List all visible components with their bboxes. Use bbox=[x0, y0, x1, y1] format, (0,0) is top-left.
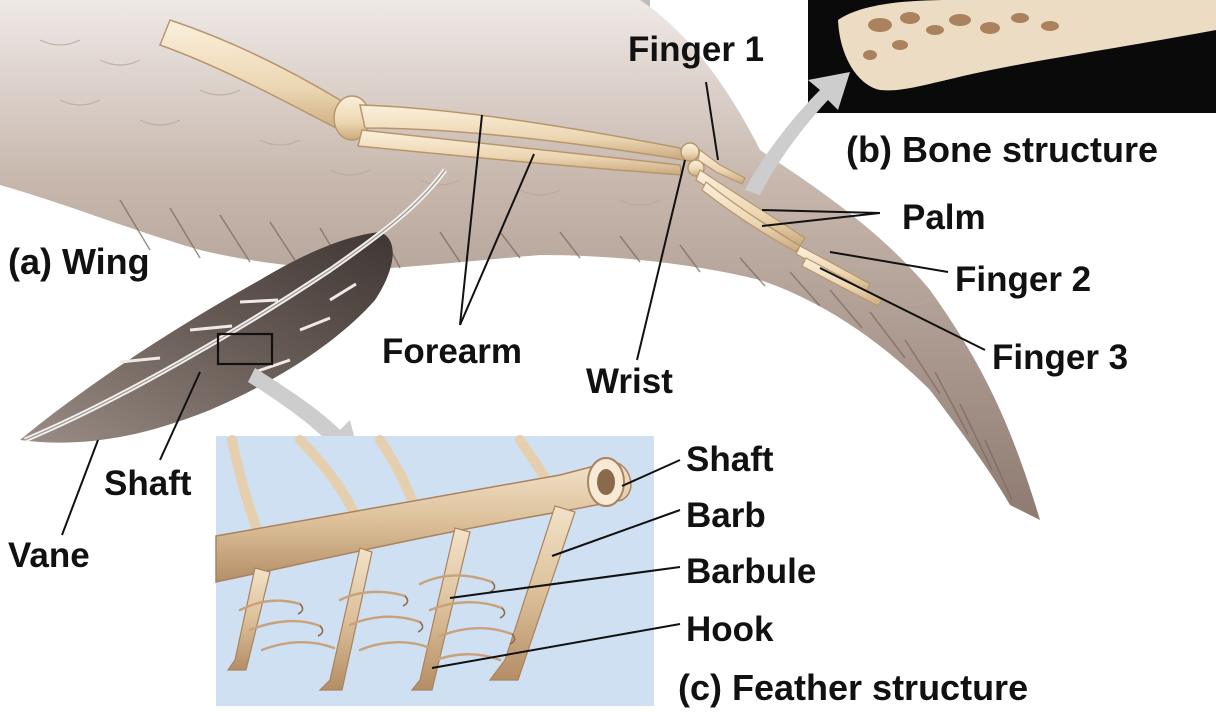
label-finger-2: Finger 2 bbox=[955, 262, 1091, 297]
label-palm: Palm bbox=[902, 200, 986, 235]
label-forearm: Forearm bbox=[382, 334, 522, 369]
label-shaft-detail: Shaft bbox=[686, 442, 774, 477]
label-barbule: Barbule bbox=[686, 554, 816, 589]
label-finger-1: Finger 1 bbox=[628, 32, 764, 67]
panel-title-feather-structure: (c) Feather structure bbox=[678, 670, 1028, 706]
label-barb: Barb bbox=[686, 498, 766, 533]
label-wrist: Wrist bbox=[586, 364, 673, 399]
label-shaft-quill: Shaft bbox=[104, 466, 192, 501]
label-hook: Hook bbox=[686, 612, 774, 647]
panel-title-bone-structure: (b) Bone structure bbox=[846, 132, 1158, 168]
label-vane: Vane bbox=[8, 538, 90, 573]
label-finger-3: Finger 3 bbox=[992, 340, 1128, 375]
panel-title-wing: (a) Wing bbox=[8, 244, 150, 280]
bone-photo-inset bbox=[808, 0, 1216, 113]
feather-detail-inset bbox=[216, 436, 654, 706]
